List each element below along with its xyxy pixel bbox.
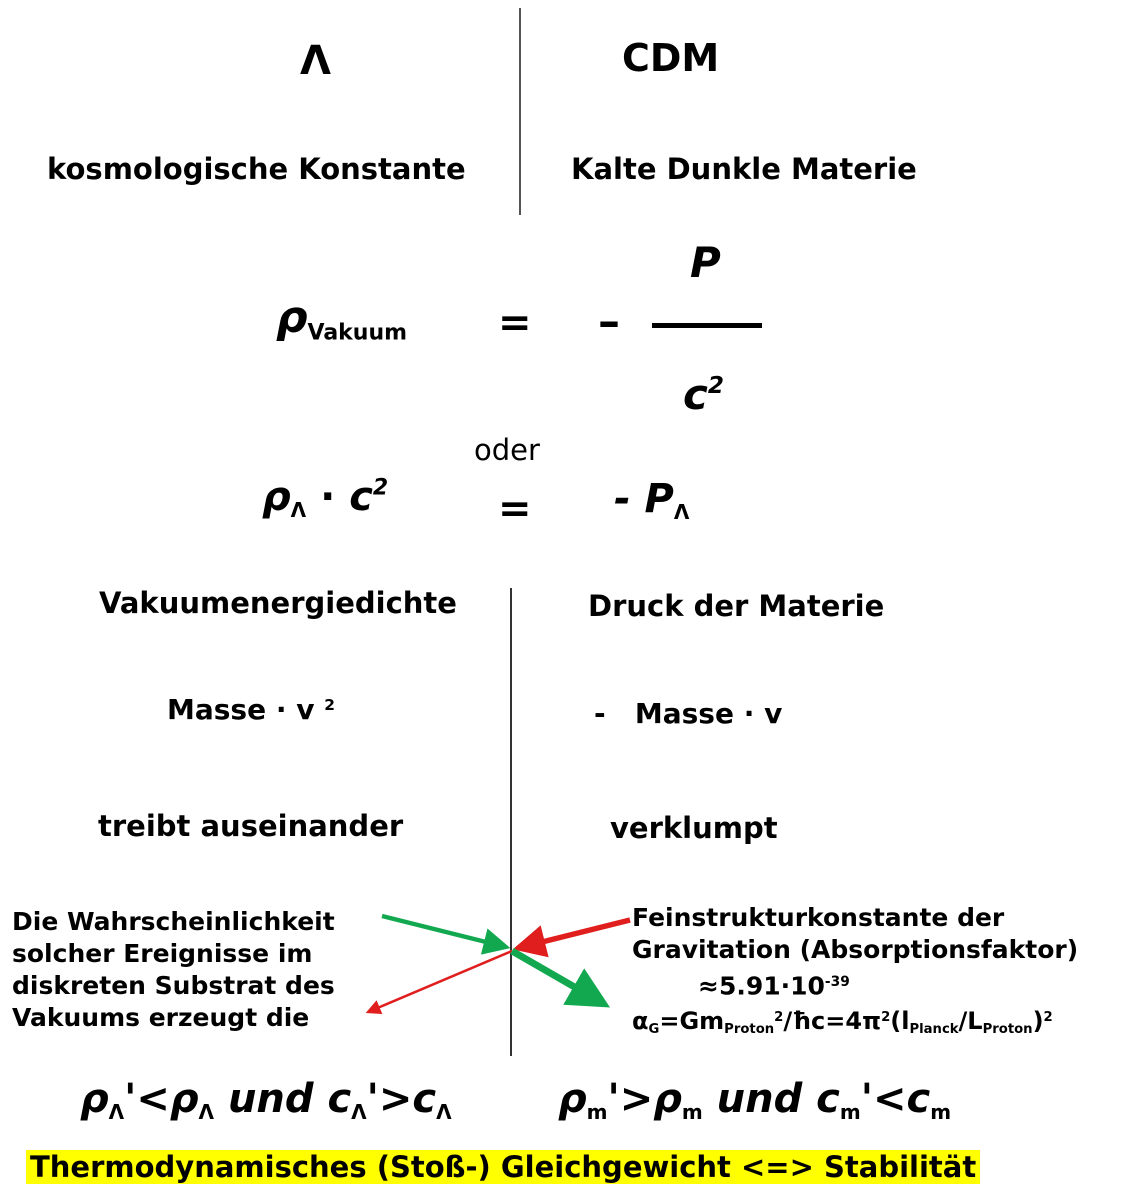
green-arrow-outgoing	[510, 947, 611, 1008]
probability-note-line-2: solcher Ereignisse im	[12, 939, 313, 968]
formula-part-slash: /L	[958, 1007, 983, 1036]
lambda-relation-sub-2: Λ	[198, 1100, 215, 1124]
fine-structure-value-exponent: -39	[824, 974, 850, 990]
matter-relation-sub-3: m	[839, 1100, 861, 1124]
fraction-bar	[652, 323, 762, 328]
red-arrow-incoming	[512, 917, 631, 958]
fine-structure-line-2: Gravitation (Absorptionsfaktor)	[632, 935, 1079, 964]
matter-relation-rho: ρ	[558, 1076, 587, 1122]
top-divider	[519, 8, 521, 215]
lambda-relation-rho: ρ	[80, 1076, 109, 1122]
probability-note-line-3: diskreten Substrat des	[12, 971, 335, 1000]
rho-symbol-2: ρ	[262, 474, 291, 520]
probability-note-line-4: Vakuums erzeugt die	[12, 1003, 310, 1032]
alpha-subscript: G	[648, 1022, 660, 1038]
matter-relation-sub-2: m	[681, 1100, 703, 1124]
fraction-numerator: P	[690, 238, 721, 287]
matter-relation-mid: '>ρ	[607, 1076, 682, 1122]
green-arrow-incoming	[381, 913, 511, 955]
minus-sign: –	[598, 296, 620, 347]
formula-part-close: )	[1032, 1007, 1044, 1036]
lambda-relation-sub-4: Λ	[436, 1100, 452, 1124]
square-2: 2	[881, 1010, 891, 1026]
equals-sign-1: =	[498, 300, 532, 346]
equilibrium-conclusion-text: Thermodynamisches (Stoß-) Gleichgewicht …	[26, 1150, 981, 1184]
middle-divider	[510, 588, 512, 1056]
oder-connector: oder	[474, 433, 540, 467]
multiply-dot: ·	[320, 474, 336, 520]
red-arrow-outgoing	[365, 949, 513, 1015]
square-1: 2	[774, 1010, 784, 1026]
cdm-symbol: CDM	[622, 36, 720, 80]
lambda-relation: ρΛ'<ρΛ und cΛ'>cΛ	[80, 1076, 452, 1124]
matter-relation: ρm'>ρm und cm'<cm	[558, 1076, 951, 1124]
vacuum-energy-density-label: Vakuumenergiedichte	[99, 586, 457, 620]
matter-relation-mid-2: '<c	[860, 1076, 931, 1122]
alpha-symbol: α	[632, 1007, 649, 1036]
alpha-g-formula: αG=GmProton2/ħc=4π2(lPlanck/LProton)2	[632, 1002, 1078, 1046]
cosmological-constant-label: kosmologische Konstante	[47, 152, 466, 186]
denominator-exponent: 2	[707, 372, 724, 399]
fraction-denominator: c2	[683, 370, 724, 419]
rho-vacuum-subscript: Vakuum	[307, 320, 408, 346]
mass-v-exponent: 2	[324, 695, 335, 714]
formula-part-gm: =Gm	[659, 1007, 725, 1036]
matter-relation-und: und c	[702, 1076, 840, 1122]
proton-subscript-2: Proton	[982, 1022, 1033, 1038]
negative-p: - P	[614, 476, 674, 522]
rho-vacuum: ρVakuum	[276, 292, 407, 346]
rho-lambda-c-squared: ρΛ · c2	[262, 474, 388, 522]
formula-part-hbar: /ħc=4π	[783, 1007, 882, 1036]
equals-sign-2: =	[498, 486, 532, 532]
proton-subscript-1: Proton	[724, 1022, 775, 1038]
planck-subscript: Planck	[909, 1022, 959, 1038]
gravitational-fine-structure-note: Feinstrukturkonstante der Gravitation (A…	[632, 902, 1078, 1046]
rho-lambda-subscript: Λ	[290, 498, 307, 522]
lambda-symbol: Λ	[300, 38, 331, 84]
pressure-lambda-subscript: Λ	[673, 500, 690, 524]
probability-note-line-1: Die Wahrscheinlichkeit	[12, 907, 335, 936]
matter-pressure-label: Druck der Materie	[588, 589, 885, 623]
lambda-relation-sub-3: Λ	[351, 1100, 367, 1124]
formula-part-open: (l	[890, 1007, 910, 1036]
fine-structure-line-1: Feinstrukturkonstante der	[632, 903, 1005, 932]
square-3: 2	[1043, 1010, 1053, 1026]
rho-symbol: ρ	[276, 292, 308, 343]
matter-relation-sub-1: m	[586, 1100, 608, 1124]
denominator-c: c	[683, 370, 708, 419]
mass-v-text: Masse · v	[167, 693, 315, 726]
lambda-relation-und: und c	[214, 1076, 352, 1122]
equilibrium-conclusion: Thermodynamisches (Stoß-) Gleichgewicht …	[26, 1150, 981, 1184]
matter-relation-sub-4: m	[930, 1100, 952, 1124]
negative-mass-v: - Masse · v	[594, 697, 783, 730]
lambda-relation-mid: '<ρ	[124, 1076, 199, 1122]
lambda-relation-sub-1: Λ	[108, 1100, 125, 1124]
c-exponent: 2	[372, 475, 389, 501]
fine-structure-value: ≈5.91·10-39	[632, 966, 1078, 1002]
probability-note: Die Wahrscheinlichkeit solcher Ereigniss…	[12, 906, 335, 1034]
mass-v-squared: Masse · v 2	[167, 693, 335, 726]
c-symbol: c	[349, 474, 373, 520]
cold-dark-matter-label: Kalte Dunkle Materie	[571, 152, 917, 186]
drives-apart-label: treibt auseinander	[98, 809, 404, 843]
clumps-label: verklumpt	[610, 811, 778, 845]
lambda-relation-mid-2: '>c	[366, 1076, 437, 1122]
fine-structure-value-base: ≈5.91·10	[698, 971, 825, 1001]
negative-pressure: - PΛ	[614, 476, 689, 524]
